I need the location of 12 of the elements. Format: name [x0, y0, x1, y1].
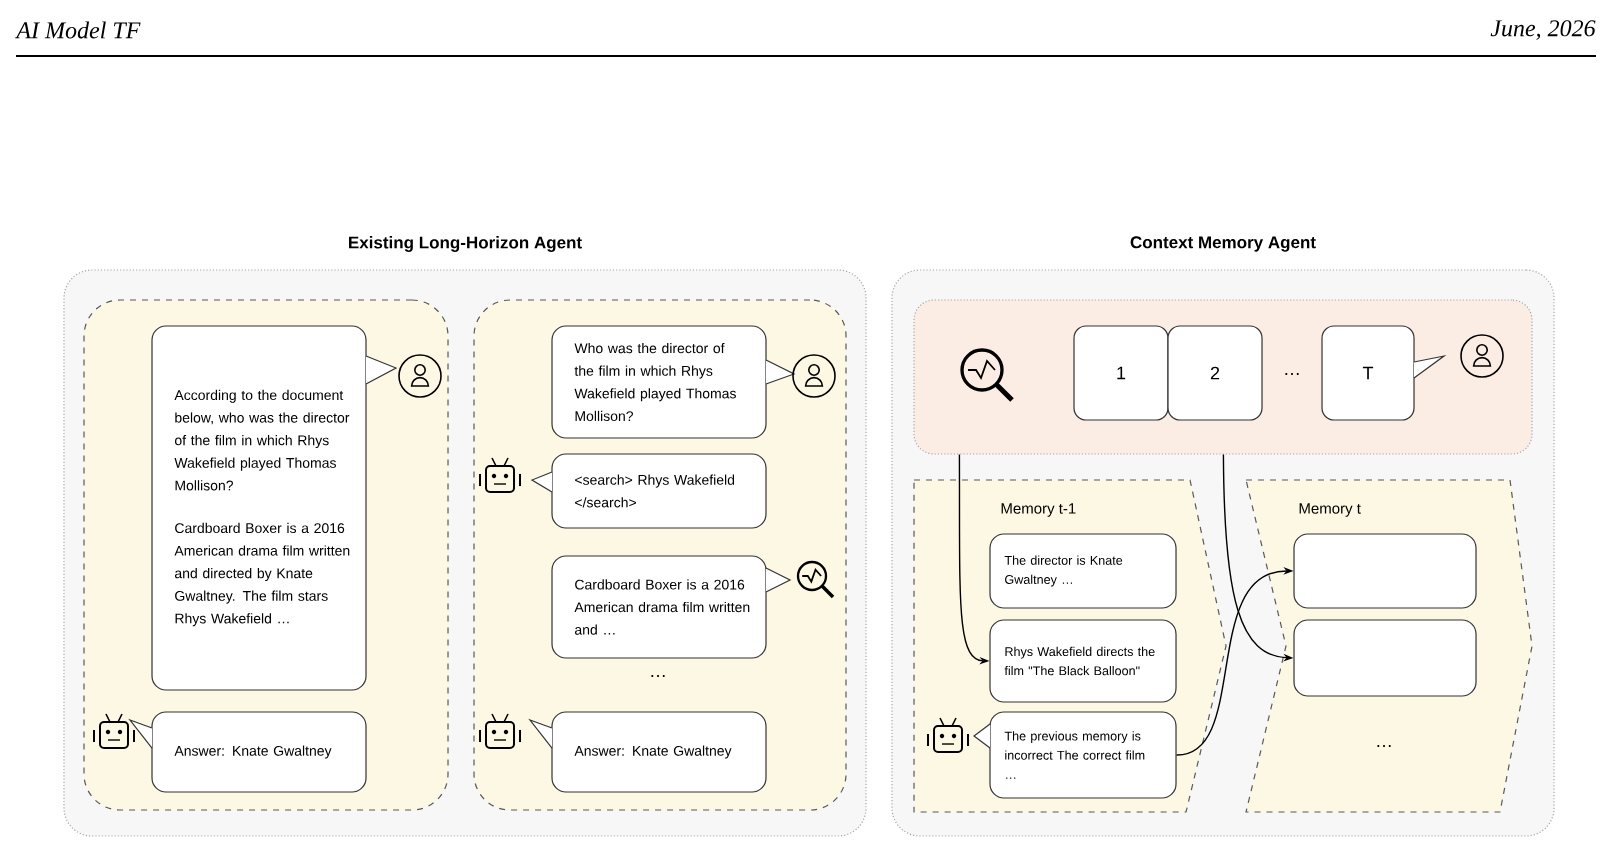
step-box: 1	[1073, 325, 1169, 421]
ellipsis: …	[651, 675, 665, 677]
ellipsis: …	[1285, 373, 1299, 375]
memory-box	[1293, 619, 1477, 697]
memory-box	[1293, 533, 1477, 609]
step-box: T	[1321, 325, 1447, 421]
step-box: 2	[1167, 325, 1263, 421]
header-date: June, 2026	[1490, 20, 1596, 40]
node-label: Context Memory Agent	[1130, 236, 1316, 252]
ellipsis: …	[1377, 745, 1391, 747]
header-text: AI Model TF	[15, 21, 141, 39]
node-label: Existing Long-Horizon Agent	[349, 236, 582, 252]
